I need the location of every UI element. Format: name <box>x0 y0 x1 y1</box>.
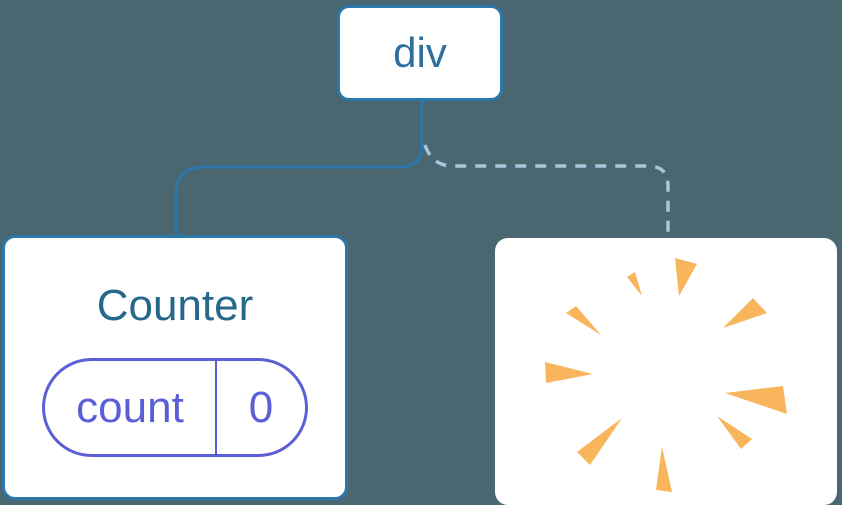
state-value: 0 <box>248 382 274 432</box>
poof-icon <box>545 258 787 492</box>
root-node-div: div <box>337 5 503 101</box>
state-name: count <box>76 382 184 432</box>
poof-ray <box>545 362 593 383</box>
root-node-label: div <box>393 29 447 76</box>
state-name-cell: count <box>45 361 217 454</box>
counter-component-node: Counter count 0 <box>2 235 348 500</box>
component-title: Counter <box>96 281 254 330</box>
poof-ray <box>723 298 767 328</box>
poof-ray <box>577 418 622 465</box>
poof-ray <box>656 447 672 492</box>
destroyed-component-node <box>495 238 837 505</box>
poof-ray <box>627 272 642 296</box>
connector-solid-line <box>174 101 424 237</box>
poof-ray <box>675 258 697 296</box>
poof-ray <box>725 386 787 414</box>
state-pill: count 0 <box>42 358 308 457</box>
poof-ray <box>717 416 752 449</box>
poof-ray <box>566 306 601 335</box>
connector-dashed-line <box>423 144 670 239</box>
state-value-cell: 0 <box>217 361 305 454</box>
